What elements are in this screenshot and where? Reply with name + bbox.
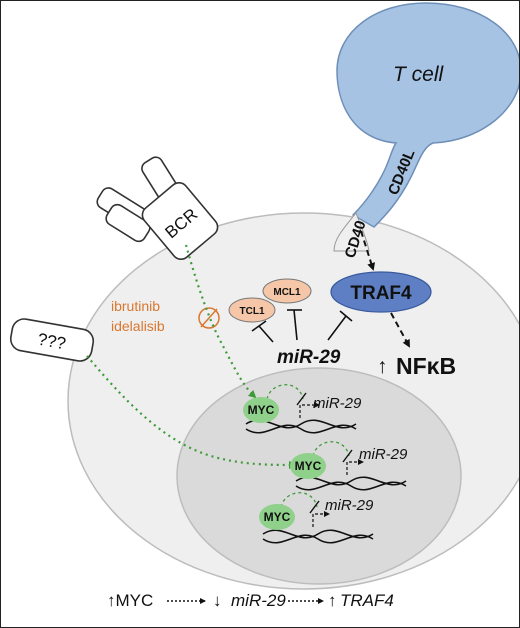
summary-traf4: TRAF4: [340, 591, 394, 610]
inhibitor-symbol: [198, 307, 220, 329]
gene-unit-3: [262, 492, 374, 544]
mir29-inhibition-lines: [251, 309, 353, 343]
summary-up-arrow: ↑: [328, 591, 337, 610]
mir29-gene-label-1: miR-29: [313, 395, 362, 412]
traf4-node: [330, 271, 432, 313]
nfkb-up-arrow: ↑: [377, 355, 388, 378]
summary-myc: ↑MYC: [107, 591, 153, 610]
mir29-center-label: miR-29: [277, 347, 341, 368]
traf4-label: TRAF4: [350, 283, 412, 304]
tcl1-node: [228, 297, 276, 323]
unknown-receptor-label: ???: [36, 330, 67, 354]
mcl1-label: MCL1: [273, 287, 301, 298]
summary-down-arrow: ↓: [213, 591, 222, 610]
cd40-receptor: [333, 211, 370, 252]
ibrutinib-label: ibrutinib: [111, 298, 160, 314]
idelalisib-label: idelalisib: [111, 318, 165, 334]
myc-label-2: MYC: [295, 459, 322, 473]
cd40-traf4-arrow: [360, 230, 376, 271]
mcl1-node: [262, 278, 312, 304]
myc-label-1: MYC: [248, 403, 275, 417]
summary-line: ↑MYC ↓ miR-29 ↑ TRAF4: [107, 591, 394, 610]
summary-mir29: miR-29: [231, 591, 286, 610]
traf4-nfkb-arrow: [390, 312, 410, 348]
nfkb-label: NFκB: [396, 353, 456, 379]
myc-node-1: [243, 397, 279, 423]
t-cell-label: T cell: [393, 63, 445, 86]
myc-label-3: MYC: [264, 510, 291, 524]
unknown-signal-path: [86, 355, 297, 469]
mir29-gene-label-2: miR-29: [359, 446, 408, 463]
bcr-signal-path: [184, 244, 257, 399]
bcr-receptor: [96, 156, 219, 260]
gene-unit-1: [245, 384, 357, 434]
tcl1-label: TCL1: [240, 306, 265, 317]
t-cell: [336, 2, 519, 228]
unknown-receptor: [9, 318, 95, 362]
myc-node-3: [259, 504, 295, 530]
mir29-gene-label-3: miR-29: [325, 497, 374, 514]
myc-node-2: [290, 453, 326, 479]
